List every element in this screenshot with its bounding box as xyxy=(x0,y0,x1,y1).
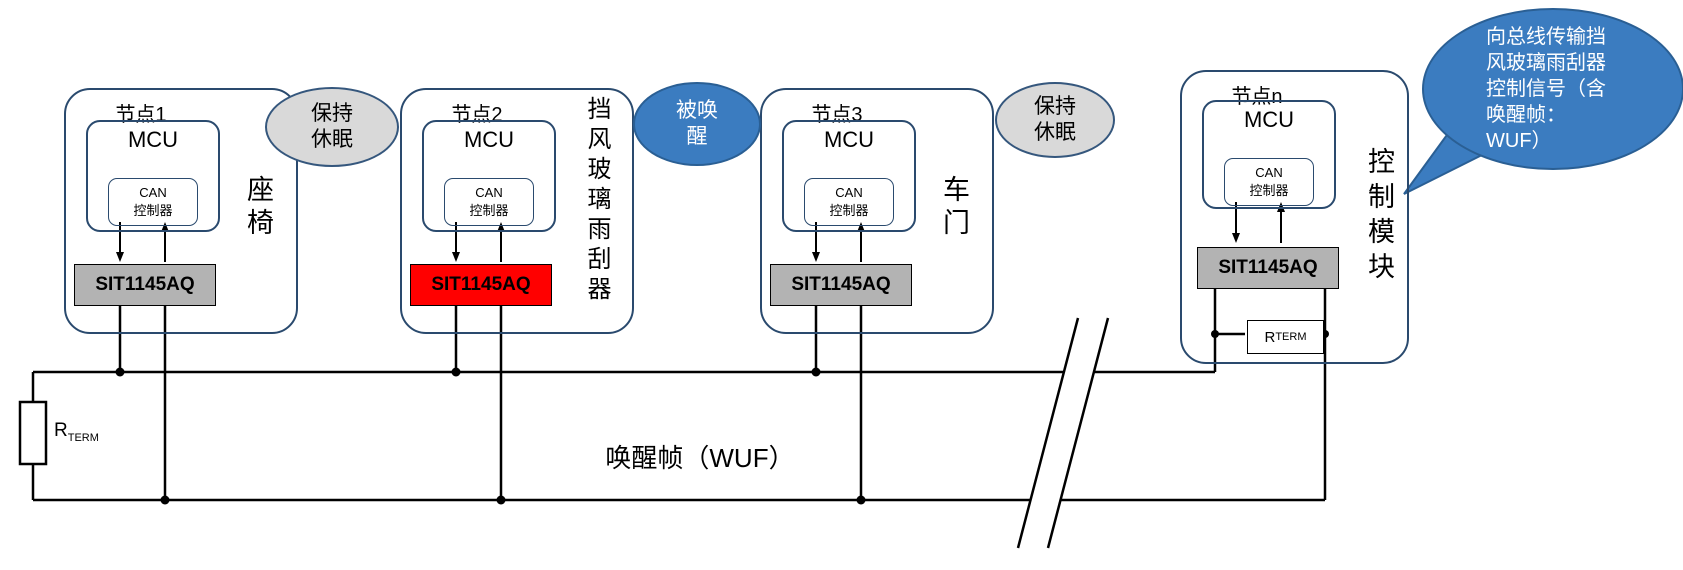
node-3-can-controller-box: CAN 控制器 xyxy=(804,178,894,226)
node-3-mcu-label: MCU xyxy=(823,127,875,152)
node-3: 节点3 MCU CAN 控制器 SIT1145AQ 车门 xyxy=(760,88,994,334)
bubble-node-3-sleep: 保持休眠 xyxy=(995,82,1115,158)
node-2-arrows xyxy=(452,222,505,262)
node-2-can-controller-label: 控制器 xyxy=(469,203,509,218)
node-1-side-label: 座椅 xyxy=(243,175,273,241)
bubble-node-2-wakeup: 被唤醒 xyxy=(633,82,761,166)
node-n-title: 节点n xyxy=(1231,86,1283,108)
bubble-node-3-sleep-text: 保持休眠 xyxy=(1034,94,1076,144)
node-2-mcu-box: MCU CAN 控制器 xyxy=(422,120,556,232)
node-1-can-controller-box: CAN 控制器 xyxy=(108,178,198,226)
node-3-can-controller-label: 控制器 xyxy=(829,203,869,218)
node-2-mcu-label: MCU xyxy=(463,127,515,152)
node-2-side-label: 挡风玻璃雨刮器 xyxy=(583,96,610,306)
left-rterm-label: RTERM xyxy=(54,420,99,444)
node-2-pins xyxy=(454,302,503,500)
bus-lines xyxy=(31,370,1325,502)
node-n-can-controller-box: CAN 控制器 xyxy=(1224,158,1314,206)
node-3-can-label: CAN xyxy=(835,185,863,201)
node-n-rterm-sub: TERM xyxy=(1275,331,1307,343)
node-1-can-label: CAN xyxy=(139,185,167,201)
node-3-arrows xyxy=(812,222,865,262)
node-2-can-label: CAN xyxy=(475,185,503,201)
break-symbol xyxy=(1016,317,1110,549)
node-2-can-controller-box: CAN 控制器 xyxy=(444,178,534,226)
node-1: 节点1 MCU CAN 控制器 SIT1145AQ 座椅 xyxy=(64,88,298,334)
node-1-mcu-box: MCU CAN 控制器 xyxy=(86,120,220,232)
node-3-mcu-box: MCU CAN 控制器 xyxy=(782,120,916,232)
junction-dots xyxy=(115,330,1329,505)
bus-wakeup-frame-label: 唤醒帧（WUF） xyxy=(605,443,795,473)
node-3-pins xyxy=(814,302,863,500)
left-terminator-resistor xyxy=(18,400,48,466)
node-1-transceiver: SIT1145AQ xyxy=(74,264,216,306)
node-3-side-label: 车门 xyxy=(939,175,969,241)
node-n-mcu-box: MCU CAN 控制器 xyxy=(1202,100,1336,209)
bubble-node-1-sleep: 保持休眠 xyxy=(265,87,399,167)
node-n-mcu-label: MCU xyxy=(1243,107,1295,132)
node-1-pins xyxy=(118,302,167,500)
node-n-transceiver: SIT1145AQ xyxy=(1197,247,1339,289)
node-n-can-label: CAN xyxy=(1255,165,1283,181)
node-n-rterm-r: R xyxy=(1264,328,1276,346)
bubble-node-n-transmit-text: 向总线传输挡风玻璃雨刮器控制信号（含唤醒帧：WUF） xyxy=(1486,26,1606,152)
left-rterm-r: R xyxy=(54,420,68,441)
bubble-node-1-sleep-text: 保持休眠 xyxy=(311,101,353,151)
node-2-transceiver: SIT1145AQ xyxy=(410,264,552,306)
node-1-can-controller-label: 控制器 xyxy=(133,203,173,218)
bubble-node-2-wakeup-text: 被唤醒 xyxy=(676,98,718,148)
left-rterm-sub: TERM xyxy=(67,431,99,444)
node-n-can-controller-label: 控制器 xyxy=(1249,183,1289,198)
node-1-mcu-label: MCU xyxy=(127,127,179,152)
node-1-arrows xyxy=(116,222,169,262)
node-2: 节点2 MCU CAN 控制器 SIT1145AQ 挡风玻璃雨刮器 xyxy=(400,88,634,334)
node-3-transceiver: SIT1145AQ xyxy=(770,264,912,306)
node-n-side-label: 控制模块 xyxy=(1364,147,1394,287)
bubble-node-n-transmit: 向总线传输挡风玻璃雨刮器控制信号（含唤醒帧：WUF） xyxy=(1422,8,1683,170)
